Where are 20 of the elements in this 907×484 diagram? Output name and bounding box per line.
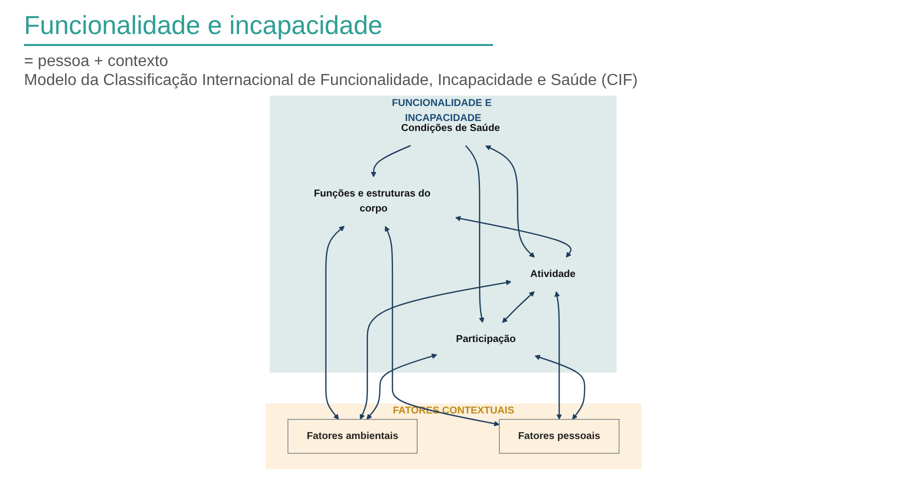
node-text: Atividade: [530, 268, 576, 280]
arrow: [465, 145, 484, 323]
arrow: [366, 354, 438, 420]
arrow: [485, 145, 535, 258]
node-text: Condições de Saúde: [401, 123, 500, 134]
title: Funcionalidade e incapacidade: [24, 10, 492, 46]
arrow: [554, 291, 562, 420]
arrow: [502, 291, 535, 323]
arrow: [384, 226, 500, 426]
node-box: Fatores ambientais: [288, 419, 418, 454]
arrow: [360, 280, 512, 420]
note-text: Modelo da Classificação Internacional de Funcionalidade, Incapacidade e Saúde (CIF): [24, 72, 639, 90]
arrow: [455, 216, 572, 258]
node-text: Participação: [456, 334, 516, 345]
arrow: [534, 354, 586, 420]
node-text: Funções e estruturas do corpo: [314, 188, 431, 214]
node-box: Fatores pessoais: [499, 419, 620, 454]
arrow: [325, 226, 345, 420]
arrow: [370, 145, 411, 178]
note-text: = pessoa + contexto: [24, 53, 170, 71]
